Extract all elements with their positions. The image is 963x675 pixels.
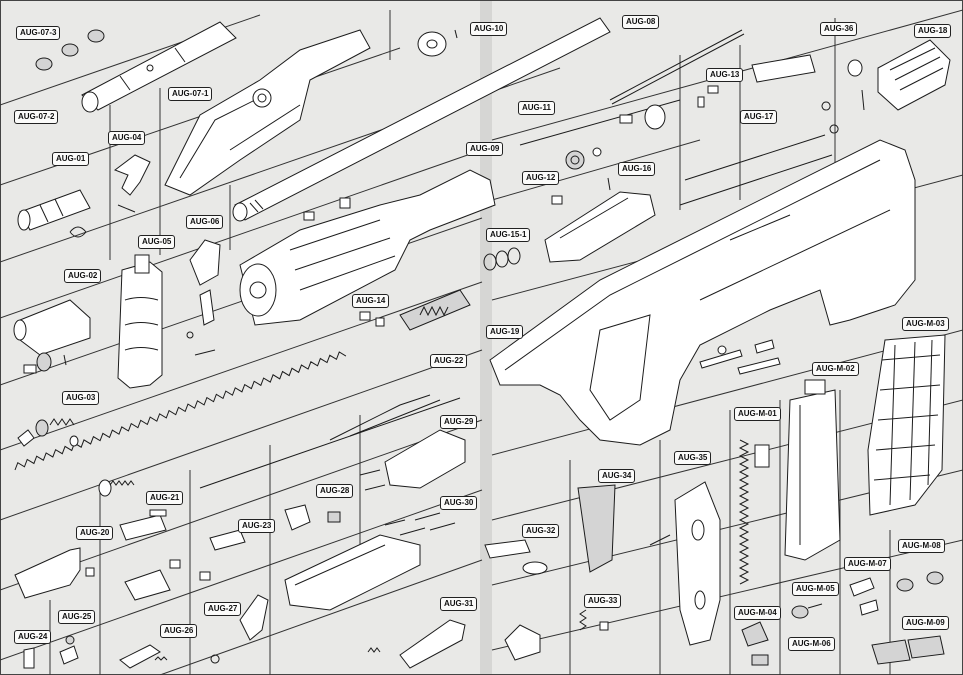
aug-24-pin xyxy=(23,647,35,669)
label-aug-31: AUG-31 xyxy=(440,597,478,611)
aug-25-spring-clip xyxy=(59,635,79,665)
aug-33-spring-pin xyxy=(504,609,609,661)
aug-m-08-mag-caps xyxy=(896,571,944,592)
aug-m-05-mag-screw xyxy=(791,603,823,619)
label-aug-16: AUG-16 xyxy=(618,162,656,176)
aug-m-04-mag-base xyxy=(741,621,769,647)
aug-07-1-barrel-bracket xyxy=(164,29,371,196)
label-aug-m-02: AUG-M-02 xyxy=(812,362,859,376)
label-aug-32: AUG-32 xyxy=(522,524,560,538)
aug-14-gearbox-parts xyxy=(359,289,471,331)
label-aug-19: AUG-19 xyxy=(486,325,524,339)
label-aug-17: AUG-17 xyxy=(740,110,778,124)
aug-03-piston-head xyxy=(17,418,79,447)
aug-08-barrel xyxy=(232,17,611,222)
aug-09-receiver xyxy=(239,169,496,326)
label-aug-m-01: AUG-M-01 xyxy=(734,407,781,421)
aug-11-rod xyxy=(519,99,681,146)
label-aug-36: AUG-36 xyxy=(820,22,858,36)
label-aug-35: AUG-35 xyxy=(674,451,712,465)
aug-30-lower-frame xyxy=(284,512,456,611)
aug-26-trigger xyxy=(119,644,168,669)
label-aug-03: AUG-03 xyxy=(62,391,100,405)
aug-23-link xyxy=(124,529,246,601)
label-aug-04: AUG-04 xyxy=(108,131,146,145)
label-aug-06: AUG-06 xyxy=(186,215,224,229)
label-aug-08: AUG-08 xyxy=(622,15,660,29)
aug-05-grip xyxy=(117,254,163,389)
aug-21-trigger-bar xyxy=(119,509,167,541)
aug-13-rod xyxy=(609,29,745,108)
aug-m-06-mag-plate xyxy=(751,654,769,666)
label-aug-34: AUG-34 xyxy=(598,469,636,483)
label-aug-25: AUG-25 xyxy=(58,610,96,624)
aug-m-07-mag-follower xyxy=(849,577,879,616)
aug-34-recoil-pad xyxy=(577,484,616,573)
aug-35-butt-pad xyxy=(649,481,721,646)
label-aug-28: AUG-28 xyxy=(316,484,354,498)
aug-m-01-mag-spring xyxy=(738,439,770,585)
label-aug-05: AUG-05 xyxy=(138,235,176,249)
aug-m-02-magazine xyxy=(784,379,841,561)
label-aug-m-08: AUG-M-08 xyxy=(898,539,945,553)
label-aug-07-1: AUG-07-1 xyxy=(168,87,213,101)
aug-m-03-magazine xyxy=(867,334,946,516)
aug-19-stock-shell xyxy=(489,139,916,446)
label-aug-m-05: AUG-M-05 xyxy=(792,582,839,596)
aug-07-barrel-tube xyxy=(81,21,237,113)
label-aug-18: AUG-18 xyxy=(914,24,952,38)
aug-01-flash-hider xyxy=(17,189,91,238)
aug-12-gear xyxy=(551,147,602,205)
label-aug-10: AUG-10 xyxy=(470,22,508,36)
aug-15-1-orings xyxy=(483,247,521,271)
label-aug-22: AUG-22 xyxy=(430,354,468,368)
label-aug-m-07: AUG-M-07 xyxy=(844,557,891,571)
aug-22-spring-guide xyxy=(14,351,461,497)
label-aug-30: AUG-30 xyxy=(440,496,478,510)
label-aug-m-04: AUG-M-04 xyxy=(734,606,781,620)
aug-16-bolt-carrier xyxy=(544,177,656,263)
label-aug-21: AUG-21 xyxy=(146,491,184,505)
label-aug-27: AUG-27 xyxy=(204,602,242,616)
aug-29-hammer-housing xyxy=(359,429,466,491)
aug-20-trigger-housing xyxy=(14,547,95,599)
label-aug-12: AUG-12 xyxy=(522,171,560,185)
aug-31-ejector xyxy=(367,619,466,669)
label-aug-09: AUG-09 xyxy=(466,142,504,156)
label-aug-02: AUG-02 xyxy=(64,269,102,283)
label-aug-33: AUG-33 xyxy=(584,594,622,608)
label-aug-23: AUG-23 xyxy=(238,519,276,533)
aug-36-rail-plate xyxy=(751,54,865,111)
label-aug-01: AUG-01 xyxy=(52,152,90,166)
label-aug-13: AUG-13 xyxy=(706,68,744,82)
aug-m-09-mag-pads xyxy=(871,635,945,665)
label-aug-14: AUG-14 xyxy=(352,294,390,308)
aug-06-trigger-parts xyxy=(186,239,221,356)
label-aug-24: AUG-24 xyxy=(14,630,52,644)
aug-28-selector xyxy=(284,504,341,531)
aug-07-3-screws xyxy=(35,29,105,71)
aug-32-bolt-release xyxy=(484,539,548,575)
label-aug-29: AUG-29 xyxy=(440,415,478,429)
label-aug-m-09: AUG-M-09 xyxy=(902,616,949,630)
label-aug-m-06: AUG-M-06 xyxy=(788,637,835,651)
aug-04-charging-handle xyxy=(113,154,151,213)
aug-18-top-rail xyxy=(877,39,951,111)
aug-10-ring xyxy=(417,29,458,57)
label-aug-07-2: AUG-07-2 xyxy=(14,110,59,124)
label-aug-20: AUG-20 xyxy=(76,526,114,540)
label-aug-11: AUG-11 xyxy=(518,101,555,115)
aug-02-hopup-chamber xyxy=(13,299,91,374)
label-aug-26: AUG-26 xyxy=(160,624,198,638)
label-aug-15-1: AUG-15-1 xyxy=(486,228,531,242)
label-aug-07-3: AUG-07-3 xyxy=(16,26,61,40)
aug-27-hammer xyxy=(210,594,269,664)
aug-17-rods xyxy=(679,101,839,206)
label-aug-m-03: AUG-M-03 xyxy=(902,317,949,331)
